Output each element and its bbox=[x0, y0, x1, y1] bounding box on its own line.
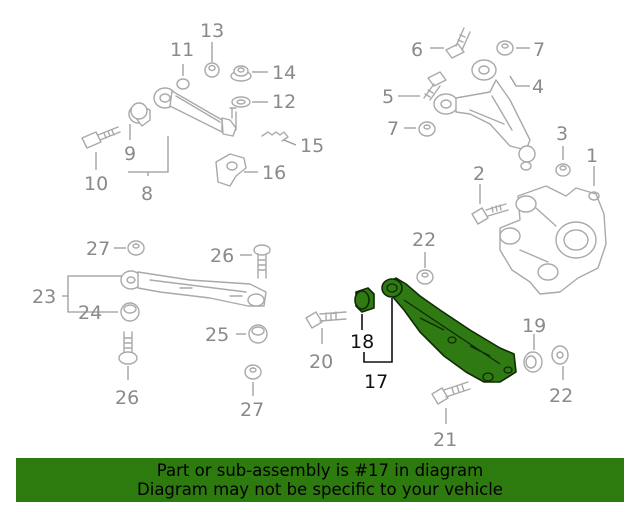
bracket-16-icon bbox=[215, 153, 247, 187]
callout-5: 5 bbox=[382, 86, 394, 108]
lower-arm-assembly bbox=[305, 269, 569, 405]
callout-27a: 27 bbox=[86, 238, 110, 260]
bolt-2-icon bbox=[471, 203, 509, 225]
banner-line-1: Part or sub-assembly is #17 in diagram bbox=[156, 461, 484, 480]
bushing-9-icon bbox=[128, 102, 151, 127]
nut-7a-icon bbox=[496, 40, 514, 56]
nut-13-icon bbox=[204, 62, 220, 78]
washer-11-icon bbox=[176, 78, 190, 90]
callout-1: 1 bbox=[586, 145, 598, 167]
lower-control-arm-17-icon bbox=[381, 277, 517, 383]
callout-labels: 1 2 3 4 5 6 7 7 8 9 10 11 12 13 14 15 16… bbox=[32, 20, 598, 451]
nut-7b-icon bbox=[418, 121, 436, 137]
callout-22a: 22 bbox=[412, 229, 436, 251]
upper-arm-assembly bbox=[418, 27, 607, 295]
callout-18: 18 bbox=[350, 331, 374, 353]
callout-7b: 7 bbox=[387, 118, 399, 140]
washer-12-icon bbox=[231, 96, 251, 108]
nut-3-icon bbox=[555, 163, 571, 177]
callout-10: 10 bbox=[84, 173, 108, 195]
callout-11: 11 bbox=[170, 39, 194, 61]
callout-3: 3 bbox=[556, 123, 568, 145]
bushing-19-icon bbox=[523, 351, 543, 373]
callout-12: 12 bbox=[272, 91, 296, 113]
bolt-5-icon bbox=[423, 71, 447, 101]
callout-22b: 22 bbox=[549, 385, 573, 407]
bolt-20-icon bbox=[305, 311, 347, 329]
callout-23: 23 bbox=[32, 286, 56, 308]
callout-15: 15 bbox=[300, 135, 324, 157]
bushing-25-icon bbox=[248, 324, 268, 344]
callout-26a: 26 bbox=[210, 245, 234, 267]
clip-15-icon bbox=[261, 131, 289, 142]
callout-8: 8 bbox=[141, 183, 153, 205]
callout-25: 25 bbox=[205, 324, 229, 346]
knuckle-1-icon bbox=[499, 185, 607, 295]
callout-13: 13 bbox=[200, 20, 224, 42]
bushing-18-icon bbox=[354, 287, 375, 313]
nut-27b-icon bbox=[244, 364, 262, 380]
callout-2: 2 bbox=[473, 163, 485, 185]
lateral-link-assembly bbox=[81, 62, 289, 187]
callout-27b: 27 bbox=[240, 399, 264, 421]
callout-24: 24 bbox=[78, 302, 102, 324]
nut-22a-icon bbox=[416, 269, 434, 285]
lateral-link-icon bbox=[153, 87, 237, 137]
callout-21: 21 bbox=[433, 429, 457, 451]
callout-16: 16 bbox=[262, 162, 286, 184]
bolt-26a-icon bbox=[253, 244, 271, 279]
banner-line-2: Diagram may not be specific to your vehi… bbox=[137, 480, 503, 499]
bolt-10-icon bbox=[81, 126, 121, 149]
callout-9: 9 bbox=[124, 143, 136, 165]
trailing-arm-assembly bbox=[118, 240, 271, 380]
callout-14: 14 bbox=[272, 62, 296, 84]
info-banner: Part or sub-assembly is #17 in diagram D… bbox=[16, 458, 624, 502]
trailing-arm-23-icon bbox=[120, 270, 267, 307]
bolt-6-icon bbox=[445, 27, 471, 59]
nut-22b-icon bbox=[551, 345, 569, 365]
upper-control-arm-4-icon bbox=[433, 59, 536, 171]
bolt-26b-icon bbox=[118, 331, 138, 365]
leader-lines bbox=[62, 42, 595, 424]
callout-17: 17 bbox=[364, 371, 388, 393]
nut-27a-icon bbox=[127, 240, 145, 256]
callout-7a: 7 bbox=[533, 39, 545, 61]
callout-6: 6 bbox=[411, 39, 423, 61]
bushing-24-icon bbox=[120, 302, 140, 322]
callout-20: 20 bbox=[309, 351, 333, 373]
flange-nut-14-icon bbox=[230, 65, 252, 82]
callout-19: 19 bbox=[522, 315, 546, 337]
callout-26b: 26 bbox=[115, 387, 139, 409]
callout-4: 4 bbox=[532, 76, 544, 98]
bolt-21-icon bbox=[431, 381, 471, 405]
